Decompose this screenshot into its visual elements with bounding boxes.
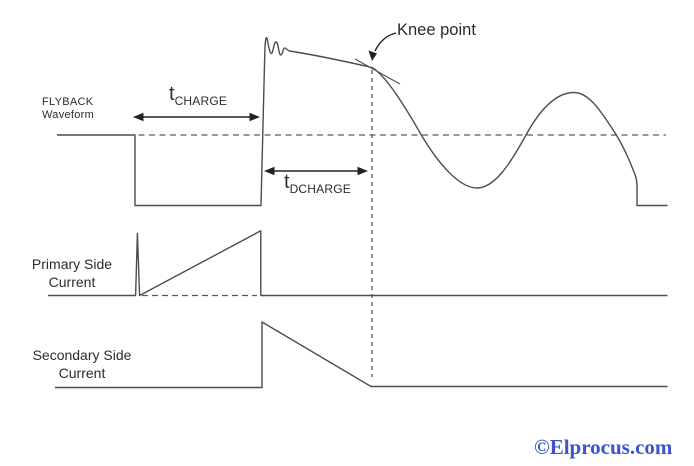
primary-label-line1: Primary Side [31, 256, 113, 272]
knee-arrow-curve [374, 32, 397, 52]
secondary-label-line2: Current [58, 364, 106, 381]
t-charge-label: tCHARGE [169, 84, 227, 108]
knee-arrowhead-icon [368, 50, 377, 61]
t-dcharge-arrow [264, 166, 368, 176]
primary-label-line2: Current [48, 273, 96, 290]
t-charge-symbol: t [169, 83, 175, 105]
t-dcharge-subscript: DCHARGE [289, 182, 351, 196]
primary-side-current-label: Primary Side Current [18, 256, 126, 291]
t-dcharge-symbol: t [284, 171, 290, 193]
secondary-current-trace [55, 321, 668, 389]
t-charge-subscript: CHARGE [174, 94, 228, 108]
flyback-label-line2: Waveform [42, 109, 95, 121]
secondary-label-line1: Secondary Side [32, 347, 132, 363]
t-dcharge-label: tDCHARGE [284, 172, 351, 196]
flyback-waveform-label: FLYBACK Waveform [42, 96, 94, 122]
secondary-side-current-label: Secondary Side Current [18, 347, 146, 382]
knee-tangent-line [354, 58, 401, 85]
elprocus-watermark: ©Elprocus.com [534, 435, 673, 459]
knee-point-label: Knee point [397, 21, 476, 39]
flyback-label-line1: FLYBACK [42, 96, 94, 108]
t-charge-arrow [133, 112, 260, 122]
flyback-waveform-trace [57, 36, 668, 207]
primary-current-trace [48, 230, 668, 297]
